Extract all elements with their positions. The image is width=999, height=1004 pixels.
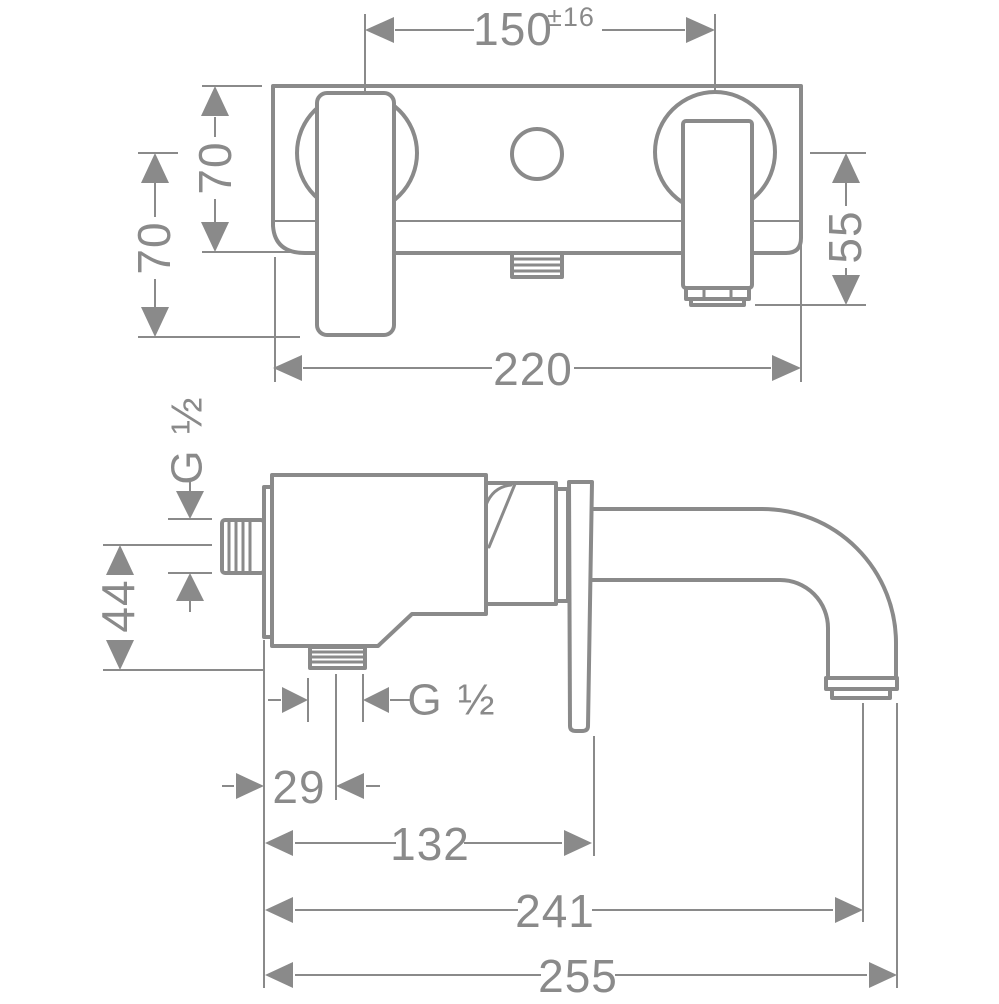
dim-connection-spacing-label: 150 <box>473 3 553 55</box>
arrowhead <box>772 355 801 381</box>
dim-wall-to-outlet-center-label: 29 <box>272 761 325 813</box>
tick <box>138 152 300 338</box>
side-view: G ½ 44 G ½ 29 <box>92 395 899 1002</box>
dim-tolerance-label: ±16 <box>547 2 595 32</box>
dim-wall-to-spout-end-label: 255 <box>538 950 618 999</box>
dim-body-width: 220 <box>273 244 802 395</box>
dim-wall-to-handle: 132 <box>265 736 595 870</box>
arrowhead <box>265 962 293 988</box>
front-spout-tube <box>681 119 754 290</box>
arrowhead <box>282 687 308 713</box>
front-view: 150 ±16 70 70 55 <box>128 2 871 395</box>
arrowhead <box>265 830 293 856</box>
side-handle-lever <box>567 480 594 733</box>
dim-center-to-handle-end-label: 70 <box>128 221 180 274</box>
arrowhead <box>336 773 364 799</box>
dim-wall-to-spout-end: 255 <box>265 703 898 1002</box>
tick <box>202 85 290 253</box>
label-outlet-thread: G ½ <box>268 674 496 725</box>
arrowhead <box>832 275 860 305</box>
arrowhead <box>265 897 293 923</box>
dim-supply-to-outlet-drop-label: 44 <box>92 579 144 632</box>
arrowhead <box>365 17 394 43</box>
side-body <box>270 473 488 648</box>
dim-body-height-label: 70 <box>189 141 241 194</box>
arrowhead <box>141 153 169 183</box>
front-handle <box>315 91 396 337</box>
dim-center-to-spout-outlet: 55 <box>755 152 871 306</box>
dim-center-to-spout-outlet-label: 55 <box>819 210 871 263</box>
arrowhead <box>835 897 863 923</box>
valve-detail-diagonal <box>487 482 517 549</box>
dim-supply-to-outlet-drop: 44 <box>92 544 263 671</box>
arrowhead <box>832 153 860 183</box>
dim-wall-to-spout-center-label: 241 <box>515 885 595 937</box>
dim-connection-spacing: 150 ±16 <box>364 2 716 93</box>
outlet-thread-label: G ½ <box>407 676 496 725</box>
extension-line <box>274 244 802 382</box>
arrowhead <box>273 355 302 381</box>
dim-wall-to-outlet-center: 29 <box>222 761 380 813</box>
arrowhead <box>236 773 264 799</box>
arrowhead <box>201 222 229 252</box>
dim-body-width-label: 220 <box>493 343 573 395</box>
arrowhead <box>686 17 715 43</box>
arrowhead <box>106 545 134 575</box>
tick <box>755 152 866 306</box>
arrowhead <box>869 962 897 988</box>
thread-ridges <box>511 257 563 273</box>
side-spout-aerator-lip <box>830 687 892 700</box>
supply-thread-label: G ½ <box>163 395 212 484</box>
front-spout-aerator-lip <box>689 297 746 307</box>
side-valve-block <box>484 481 558 606</box>
arrowhead <box>106 640 134 670</box>
thread-ridges <box>310 650 365 664</box>
thread-ridges <box>227 519 252 574</box>
aerator-facets <box>702 287 733 300</box>
dim-body-height: 70 <box>189 85 290 253</box>
arrowhead <box>141 307 169 337</box>
valve-detail-arc <box>484 483 513 507</box>
arrowhead <box>176 491 204 519</box>
side-collar <box>554 487 570 603</box>
center-cap-circle <box>510 127 564 181</box>
side-spout <box>590 507 898 680</box>
arrowhead <box>201 86 229 116</box>
dim-wall-to-handle-label: 132 <box>390 818 470 870</box>
label-supply-thread: G ½ <box>163 395 212 612</box>
dim-wall-to-spout-center: 241 <box>265 703 864 937</box>
arrowhead <box>176 573 204 601</box>
tick <box>103 544 263 671</box>
arrowhead <box>363 687 389 713</box>
arrowhead <box>564 830 592 856</box>
extension-line <box>364 14 716 93</box>
dim-center-to-handle-end: 70 <box>128 152 300 338</box>
